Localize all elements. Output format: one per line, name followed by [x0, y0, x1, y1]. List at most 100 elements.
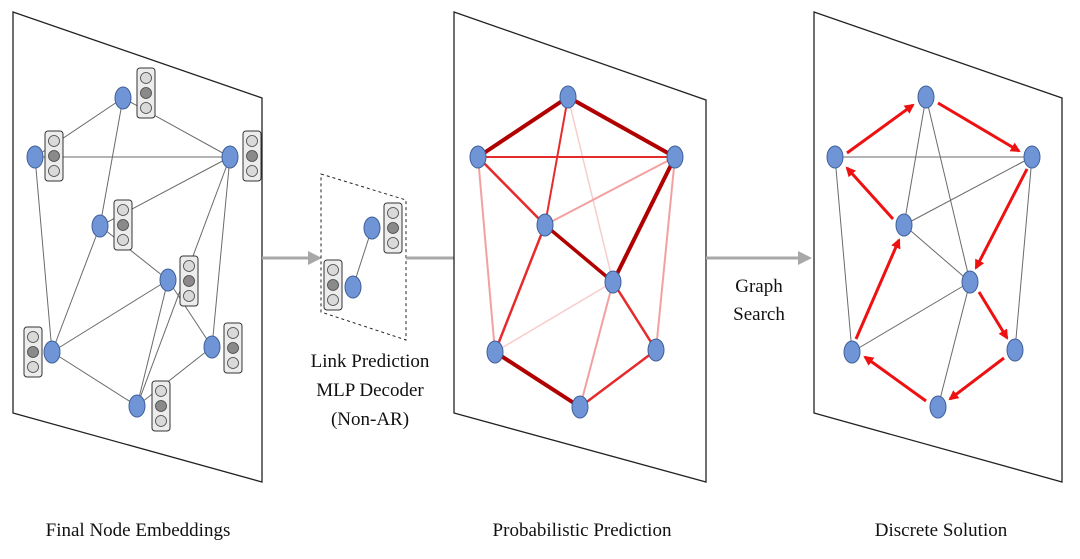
embedding-vector-icon — [151, 380, 171, 432]
embeddings-edges — [34, 97, 231, 407]
edge-light — [655, 156, 676, 351]
edge — [136, 279, 169, 407]
graph-node-icon — [929, 395, 947, 419]
edge — [925, 96, 971, 283]
discrete-panel — [813, 11, 1063, 483]
graph-node-icon — [647, 338, 665, 362]
tour-arrow — [937, 101, 1021, 153]
decoder-block — [320, 173, 407, 341]
edge-strong — [493, 350, 582, 409]
edge-mid — [579, 349, 657, 408]
graph-node-icon — [604, 270, 622, 294]
edge-strong — [611, 156, 677, 283]
decoder-label-line1: Link Prediction — [311, 351, 430, 372]
edge — [903, 96, 927, 226]
embedding-vector-icon — [323, 259, 343, 311]
tour-arrow — [977, 291, 1009, 340]
edge-strong — [476, 95, 570, 159]
edge — [937, 281, 971, 408]
edge — [211, 156, 231, 348]
decoder-frame — [320, 173, 407, 341]
edge — [51, 351, 138, 407]
graph-node-icon — [469, 145, 487, 169]
discrete-nodes — [826, 85, 1041, 419]
embedding-vector-icon — [223, 322, 243, 374]
decoder-label-line3: (Non-AR) — [331, 409, 409, 430]
edge-faint — [494, 281, 614, 353]
discrete-plain-edges — [834, 96, 1033, 408]
graph-node-icon — [221, 145, 239, 169]
connector-arrow-icon — [706, 251, 812, 265]
edge — [1014, 156, 1033, 351]
graph-node-icon — [826, 145, 844, 169]
graph-node-icon — [159, 268, 177, 292]
edge-light — [544, 156, 676, 226]
edge-faint — [567, 96, 614, 283]
graph-node-icon — [363, 216, 381, 240]
graph-node-icon — [91, 214, 109, 238]
edge-strong — [543, 223, 615, 284]
decoder-label-line2: MLP Decoder — [316, 380, 424, 401]
edge-mid — [477, 156, 546, 226]
edge-strong — [567, 95, 676, 159]
graph-node-icon — [559, 85, 577, 109]
edge — [903, 156, 1033, 226]
edge — [167, 279, 213, 348]
embedding-vector-icon — [242, 130, 262, 182]
edge-mid — [611, 281, 658, 351]
tour-arrow — [845, 166, 895, 221]
graph-node-icon — [128, 394, 146, 418]
embeddings-panel — [12, 11, 263, 483]
tour-arrow — [863, 355, 927, 403]
edge-light — [477, 156, 496, 353]
embedding-vector-icon — [44, 130, 64, 182]
edge-light — [579, 281, 614, 408]
edge — [903, 224, 971, 283]
tour-arrow — [854, 238, 901, 340]
embedding-vector-icon — [179, 255, 199, 307]
probabilistic-caption: Probabilistic Prediction — [493, 520, 672, 541]
embedding-vector-icon — [23, 326, 43, 378]
embedding-vector-icon — [383, 202, 403, 254]
graph-node-icon — [1023, 145, 1041, 169]
embedding-vector-icon — [113, 199, 133, 251]
edge — [851, 281, 971, 353]
probabilistic-nodes — [469, 85, 684, 419]
tour-edges — [845, 101, 1029, 403]
edge-mid — [493, 224, 547, 353]
probabilistic-panel — [453, 11, 707, 483]
embeddings-nodes — [26, 86, 239, 418]
graph-node-icon — [961, 270, 979, 294]
graph-node-icon — [26, 145, 44, 169]
edge — [136, 346, 213, 407]
graph-node-icon — [571, 395, 589, 419]
graph-node-icon — [1006, 338, 1024, 362]
graph-node-icon — [43, 340, 61, 364]
search-label-line1: Graph — [735, 276, 783, 297]
graph-node-icon — [344, 275, 362, 299]
embeddings-caption: Final Node Embeddings — [46, 520, 231, 541]
graph-node-icon — [917, 85, 935, 109]
graph-node-icon — [114, 86, 132, 110]
connector-arrow-icon — [262, 251, 322, 265]
graph-node-icon — [536, 213, 554, 237]
edge-mid — [544, 96, 569, 226]
edge — [34, 156, 53, 353]
tour-arrow — [846, 103, 915, 155]
graph-node-icon — [203, 335, 221, 359]
embeddings-vectors — [23, 67, 262, 432]
search-label-line2: Search — [733, 304, 785, 325]
edge — [51, 225, 101, 353]
probabilistic-edges — [476, 95, 677, 409]
graph-node-icon — [843, 340, 861, 364]
edge — [834, 156, 853, 353]
tour-arrow — [948, 356, 1005, 401]
edge — [99, 97, 124, 227]
graph-node-icon — [486, 340, 504, 364]
edge — [99, 225, 169, 281]
tour-arrow — [974, 168, 1029, 270]
graph-node-icon — [895, 213, 913, 237]
graph-node-icon — [666, 145, 684, 169]
embedding-vector-icon — [136, 67, 156, 119]
